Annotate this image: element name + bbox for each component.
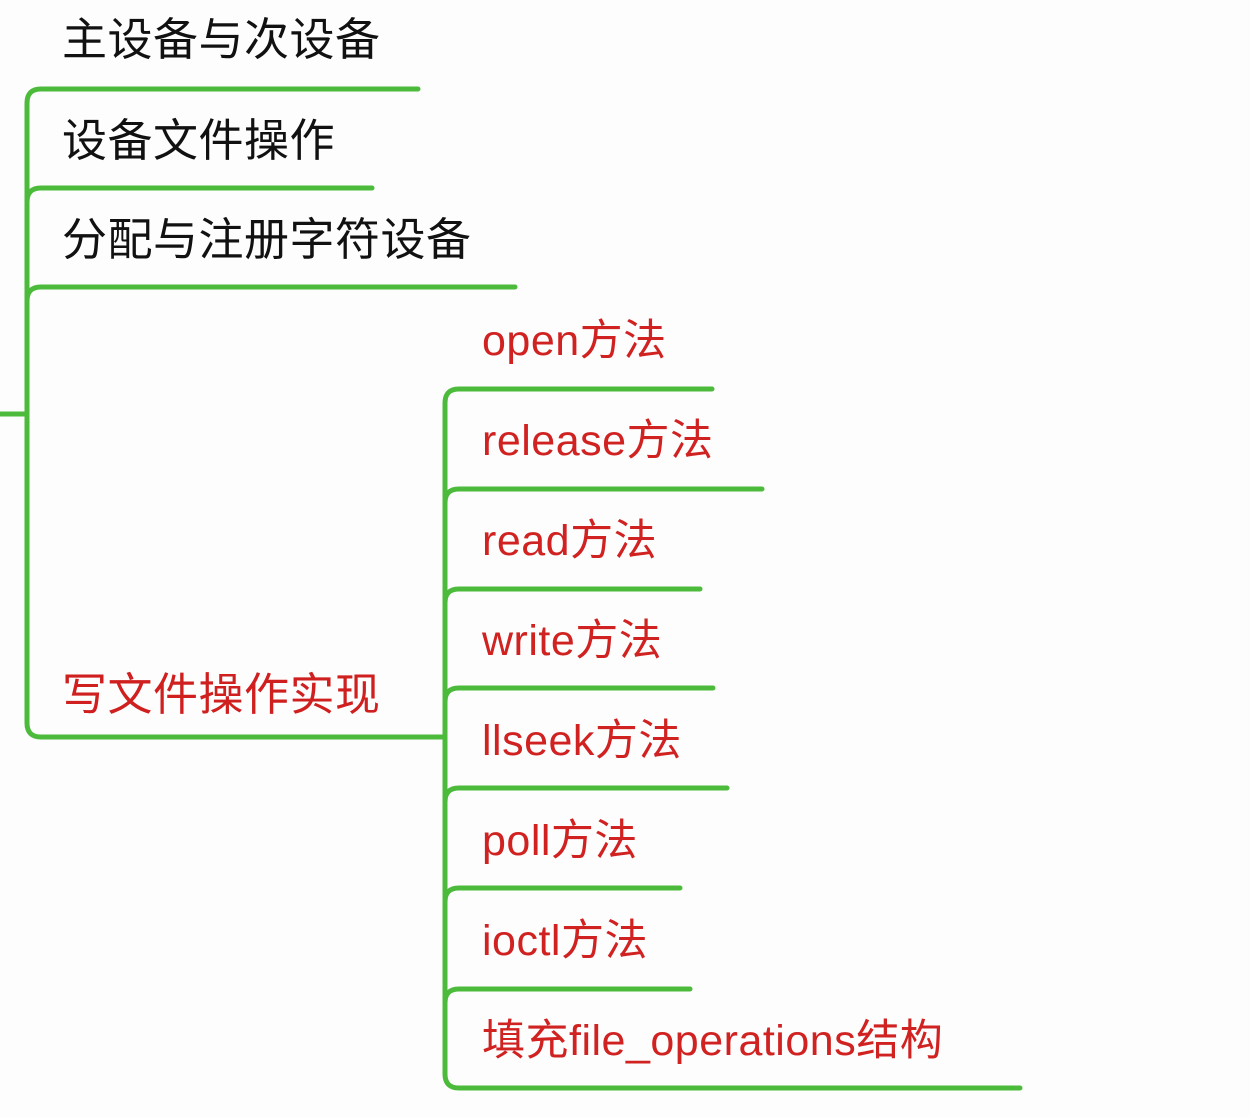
level2-branch-open-method (442, 386, 715, 406)
node-major-minor-device[interactable]: 主设备与次设备 (62, 15, 381, 65)
level1-branch-major-minor-device (24, 86, 421, 106)
node-poll-method[interactable]: poll方法 (482, 817, 638, 865)
level2-branch-read-method (442, 586, 703, 606)
node-open-method[interactable]: open方法 (482, 317, 667, 365)
node-device-file-ops[interactable]: 设备文件操作 (62, 116, 336, 166)
level1-branch-device-file-ops (24, 185, 375, 205)
node-release-method[interactable]: release方法 (482, 417, 714, 465)
level2-branch-fill-file-operations-struct (442, 1071, 1023, 1091)
level1-branch-alloc-register-chardev (24, 284, 518, 304)
level2-branch-llseek-method (442, 785, 730, 805)
level2-branch-ioctl-method (442, 986, 693, 1006)
level2-branch-release-method (442, 486, 765, 506)
node-llseek-method[interactable]: llseek方法 (482, 717, 682, 765)
node-fill-file-operations-struct[interactable]: 填充file_operations结构 (482, 1017, 944, 1065)
level2-branch-write-method (442, 685, 716, 705)
node-write-file-ops-impl[interactable]: 写文件操作实现 (62, 669, 381, 720)
node-read-method[interactable]: read方法 (482, 517, 658, 565)
level2-branch-poll-method (442, 885, 683, 905)
node-ioctl-method[interactable]: ioctl方法 (482, 917, 648, 965)
level1-branch-write-file-ops-impl (24, 720, 448, 740)
node-alloc-register-chardev[interactable]: 分配与注册字符设备 (62, 215, 472, 265)
node-write-method[interactable]: write方法 (482, 617, 663, 665)
